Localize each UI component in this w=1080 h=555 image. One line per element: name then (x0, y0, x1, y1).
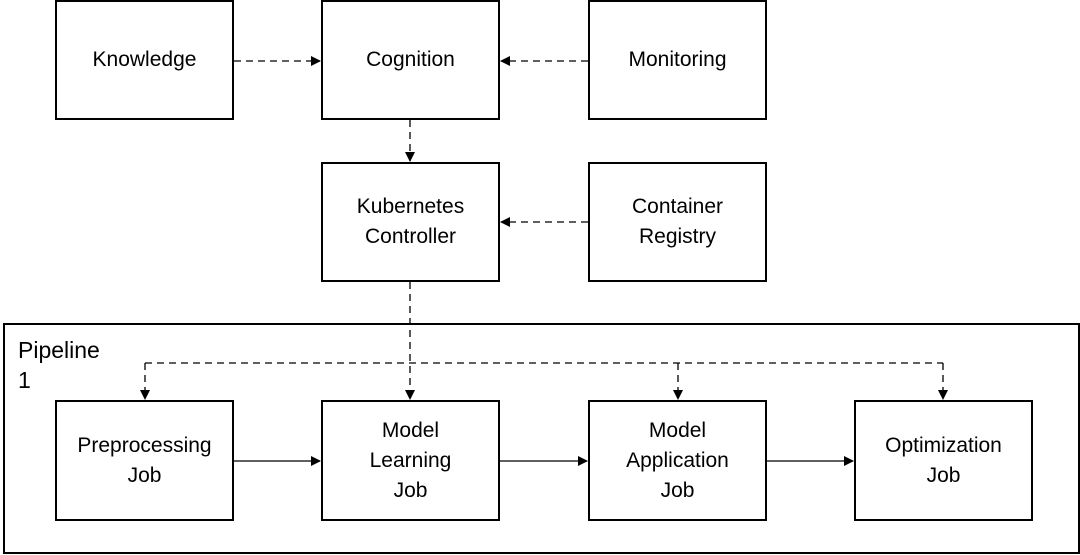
node-knowledge-label: Knowledge (92, 48, 197, 71)
node-kubernetes-controller: Kubernetes Controller (321, 162, 500, 282)
node-container-registry-label: Container Registry (631, 195, 724, 248)
node-cognition-label: Cognition (366, 48, 455, 71)
node-container-registry: Container Registry (588, 162, 767, 282)
node-model-application-job: Model Application Job (588, 400, 767, 521)
node-preprocessing-job: Preprocessing Job (55, 400, 234, 521)
node-optimization-job-label: Optimization Job (885, 433, 1002, 487)
node-monitoring: Monitoring (588, 0, 767, 120)
node-cognition: Cognition (321, 0, 500, 120)
node-optimization-job: Optimization Job (854, 400, 1033, 521)
pipeline-title: Pipeline 1 (18, 337, 100, 393)
node-knowledge: Knowledge (55, 0, 234, 120)
node-preprocessing-job-label: Preprocessing Job (77, 433, 212, 487)
node-monitoring-label: Monitoring (628, 48, 727, 71)
node-model-application-job-label: Model Application Job (626, 418, 729, 502)
pipeline-group (3, 323, 1080, 554)
node-kubernetes-controller-label: Kubernetes Controller (356, 195, 465, 248)
node-model-learning-job: Model Learning Job (321, 400, 500, 521)
node-model-learning-job-label: Model Learning Job (369, 418, 452, 502)
